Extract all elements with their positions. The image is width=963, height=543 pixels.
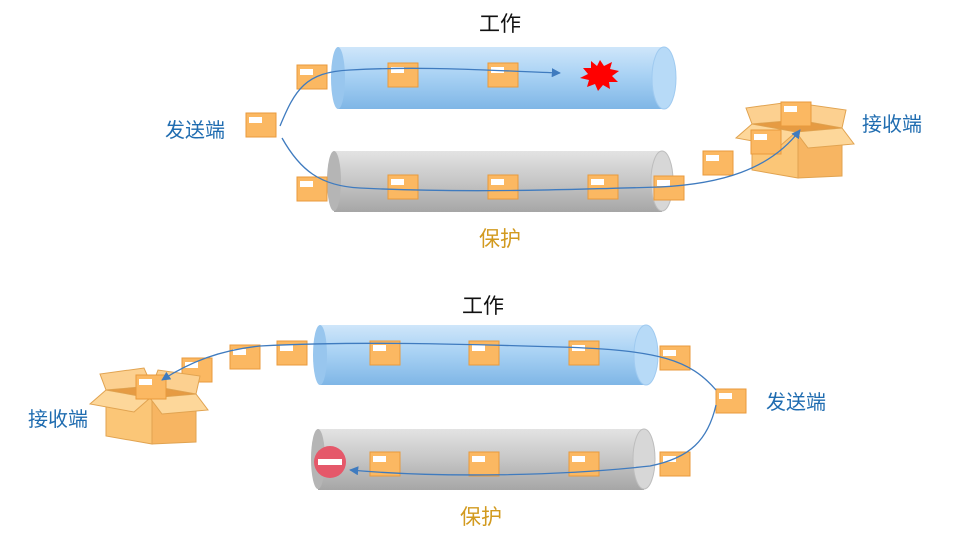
bottom-panel: 工作 发送: [28, 294, 826, 529]
bottom-sender: 发送端: [715, 388, 826, 414]
packet-icon: [387, 174, 419, 200]
packet-icon: [568, 340, 600, 366]
packet-icon: [387, 62, 419, 88]
bottom-work-label: 工作: [462, 294, 504, 318]
packet-icon: [715, 388, 747, 414]
packet-icon: [587, 174, 619, 200]
bottom-receiver-label: 接收端: [28, 407, 88, 431]
packet-icon: [369, 340, 401, 366]
bottom-protect-label: 保护: [460, 505, 502, 529]
bottom-receiver: 接收端: [28, 367, 209, 445]
packet-icon: [296, 64, 328, 90]
top-protect-flow-arrow: [281, 129, 801, 192]
no-entry-icon: [314, 446, 346, 478]
top-sender: 发送端: [165, 112, 277, 142]
fault-burst-icon: [580, 60, 619, 91]
packet-icon: [468, 451, 500, 477]
packet-icon: [653, 175, 685, 201]
bottom-sender-label: 发送端: [766, 390, 826, 414]
packet-icon: [780, 101, 812, 127]
packet-icon: [487, 62, 519, 88]
top-work-label: 工作: [479, 12, 521, 36]
packet-icon: [135, 374, 167, 400]
top-panel: 工作 发送端: [165, 12, 922, 251]
packet-icon: [659, 451, 691, 477]
top-protect-label: 保护: [479, 227, 521, 251]
packet-icon: [245, 112, 277, 138]
packet-icon: [702, 150, 734, 176]
bottom-protect-flow-arrow: [349, 404, 717, 476]
packet-icon: [487, 174, 519, 200]
packet-icon: [750, 129, 782, 155]
top-receiver: 接收端: [735, 101, 922, 179]
top-work-flow-arrow: [279, 67, 561, 127]
packet-icon: [296, 176, 328, 202]
bottom-work-flow-arrow: [161, 342, 717, 391]
top-receiver-label: 接收端: [862, 112, 922, 136]
top-sender-label: 发送端: [165, 118, 225, 142]
